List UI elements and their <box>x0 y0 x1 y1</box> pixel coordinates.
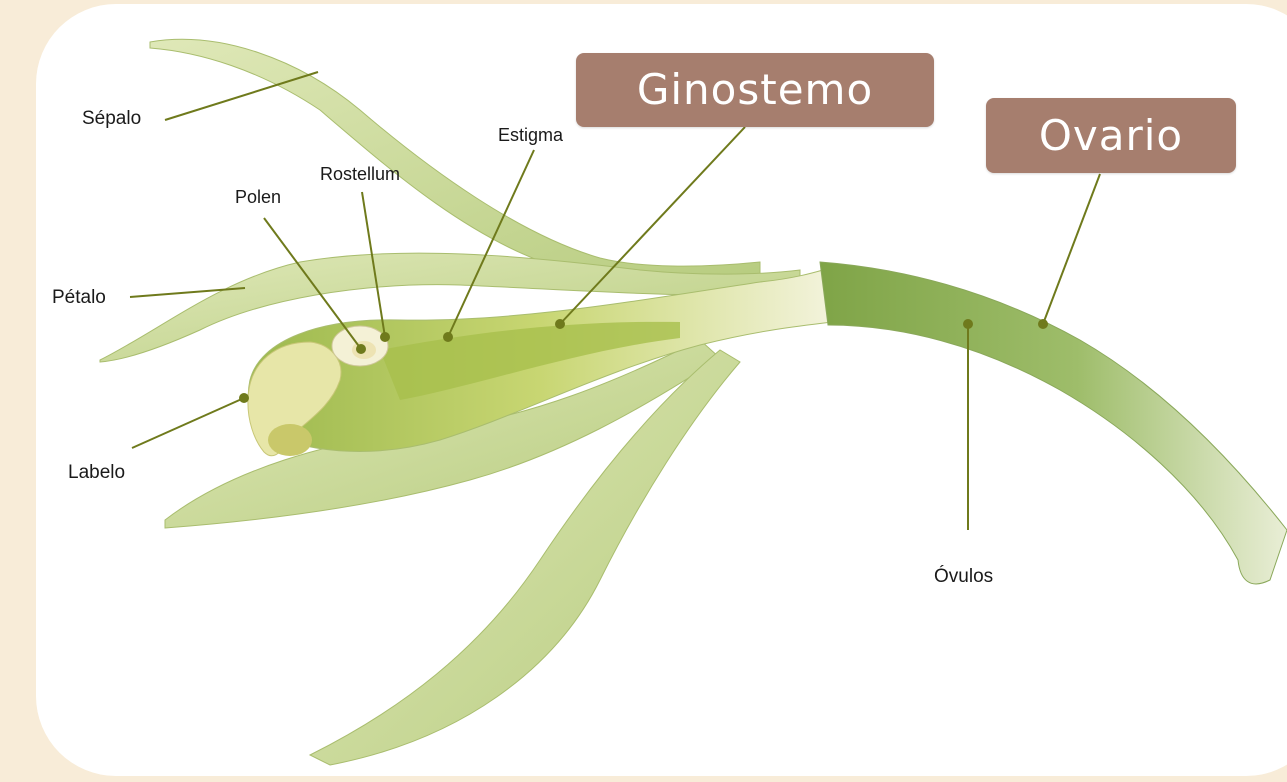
ovary-stalk <box>820 262 1287 584</box>
tag-ovario: Ovario <box>986 98 1236 173</box>
label-rostellum: Rostellum <box>320 164 400 185</box>
leader-labelo <box>132 398 244 448</box>
label-estigma: Estigma <box>498 125 563 146</box>
tag-ginostemo: Ginostemo <box>576 53 934 127</box>
label-petalo: Pétalo <box>52 287 106 309</box>
label-polen: Polen <box>235 187 281 208</box>
label-labelo: Labelo <box>68 462 125 484</box>
labellum-tip <box>268 424 312 456</box>
label-sepalo: Sépalo <box>82 108 141 130</box>
leader-sepalo <box>165 72 318 120</box>
leader-ovario <box>1043 174 1100 324</box>
label-ovulos: Óvulos <box>934 566 993 588</box>
